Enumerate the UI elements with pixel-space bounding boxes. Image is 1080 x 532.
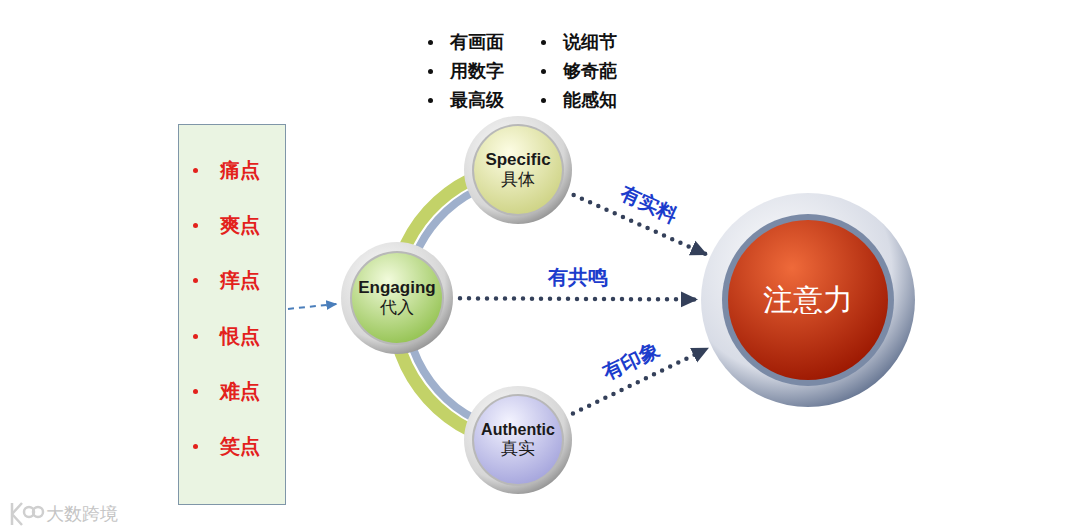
point-text: 恨点 bbox=[220, 323, 260, 350]
circle-title: Engaging bbox=[358, 278, 435, 298]
circle-core bbox=[352, 253, 442, 343]
list-row: 笑点 bbox=[193, 433, 275, 460]
bullet-dot bbox=[541, 40, 546, 45]
label-holder: 说细节 bbox=[541, 30, 617, 54]
list-row: 痛点 bbox=[193, 157, 275, 184]
bullet-dot bbox=[541, 69, 546, 74]
list-box: 痛点爽点痒点恨点难点笑点 bbox=[178, 124, 286, 505]
edge-label: 有印象 bbox=[596, 336, 665, 388]
circle-core bbox=[728, 220, 888, 380]
circle-rim bbox=[472, 124, 564, 216]
feature-text: 够奇葩 bbox=[563, 59, 617, 83]
bullet-dot bbox=[193, 278, 198, 283]
circle-subtitle: 具体 bbox=[501, 170, 535, 190]
label-holder: 大数跨境 bbox=[46, 502, 118, 526]
bullet-dot bbox=[193, 444, 198, 449]
circle-ring bbox=[701, 193, 915, 407]
concept-circle: 注意力 bbox=[700, 192, 916, 408]
edge-label: 有共鸣 bbox=[546, 264, 610, 291]
feature-text: 有画面 bbox=[450, 30, 504, 54]
list-row: 难点 bbox=[193, 378, 275, 405]
label-holder: 用数字 bbox=[428, 59, 504, 83]
circle-rim bbox=[472, 394, 564, 486]
bullet-dot bbox=[428, 69, 433, 74]
watermark-logo bbox=[12, 503, 43, 525]
bullet-dot bbox=[193, 223, 198, 228]
circle-title: Authentic bbox=[481, 421, 555, 439]
bullet-dot bbox=[193, 168, 198, 173]
label-holder: 够奇葩 bbox=[541, 59, 617, 83]
circle-rim bbox=[350, 251, 444, 345]
circle-text-holder: Specific具体 bbox=[463, 115, 573, 225]
point-text: 爽点 bbox=[220, 212, 260, 239]
feature-text: 说细节 bbox=[563, 30, 617, 54]
circle-title: 注意力 bbox=[763, 283, 853, 318]
circle-text-holder: Engaging代入 bbox=[340, 241, 454, 355]
circle-core bbox=[474, 126, 562, 214]
circle-subtitle: 代入 bbox=[380, 298, 414, 318]
point-text: 痒点 bbox=[220, 267, 260, 294]
list-row: 爽点 bbox=[193, 212, 275, 239]
dashed-arrow bbox=[288, 304, 336, 309]
circle-rim bbox=[722, 214, 894, 386]
bullet-dot bbox=[428, 98, 433, 103]
concept-circle: Engaging代入 bbox=[340, 241, 454, 355]
watermark-text: 大数跨境 bbox=[46, 502, 118, 526]
concept-circle: Authentic真实 bbox=[463, 385, 573, 495]
dotted-arrow bbox=[460, 298, 696, 299]
circle-text-holder: Authentic真实 bbox=[463, 385, 573, 495]
point-text: 难点 bbox=[220, 378, 260, 405]
bullet-dot bbox=[428, 40, 433, 45]
bullet-dot bbox=[193, 389, 198, 394]
label-holder: 最高级 bbox=[428, 88, 504, 112]
circle-text-holder: 注意力 bbox=[700, 192, 916, 408]
bullet-dot bbox=[541, 98, 546, 103]
feature-text: 用数字 bbox=[450, 59, 504, 83]
point-text: 笑点 bbox=[220, 433, 260, 460]
edge-label: 有实料 bbox=[614, 180, 683, 231]
concept-circle: Specific具体 bbox=[463, 115, 573, 225]
bullet-dot bbox=[193, 334, 198, 339]
circle-core bbox=[474, 396, 562, 484]
circle-ring bbox=[341, 242, 453, 354]
circle-ring bbox=[464, 386, 572, 494]
circle-subtitle: 真实 bbox=[501, 439, 535, 459]
point-text: 痛点 bbox=[220, 157, 260, 184]
feature-text: 能感知 bbox=[563, 88, 617, 112]
circle-ring bbox=[464, 116, 572, 224]
circle-title: Specific bbox=[485, 150, 550, 170]
label-holder: 能感知 bbox=[541, 88, 617, 112]
feature-text: 最高级 bbox=[450, 88, 504, 112]
label-holder: 有画面 bbox=[428, 30, 504, 54]
list-row: 恨点 bbox=[193, 323, 275, 350]
list-row: 痒点 bbox=[193, 267, 275, 294]
